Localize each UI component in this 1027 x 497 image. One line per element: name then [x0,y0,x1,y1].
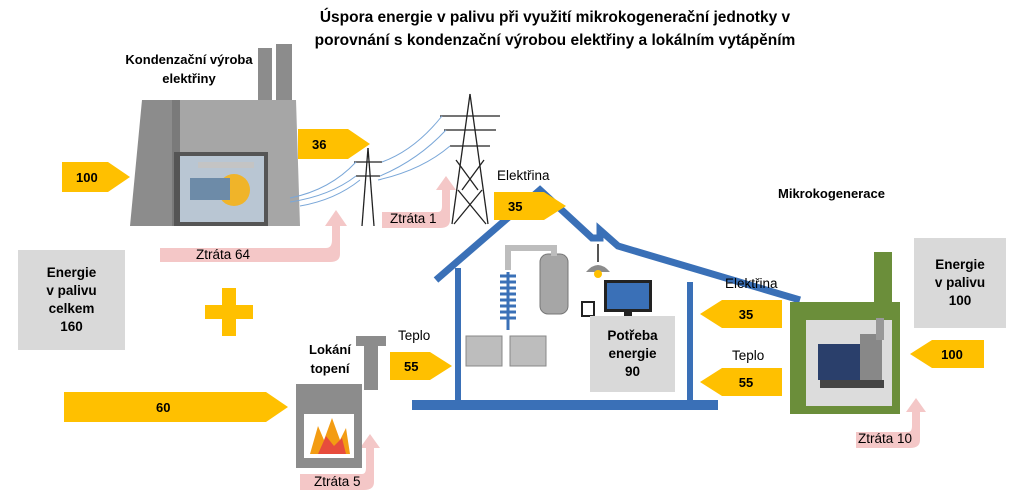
local-heating-fuel-in-arrow: 60 [64,392,288,422]
micro-heat-label: Teplo [732,348,765,363]
electricity-delivered-value: 35 [508,198,523,214]
title-line-1: Úspora energie v palivu při využití mikr… [319,9,791,26]
condensing-loss-label: Ztráta 64 [196,247,251,262]
micro-chp-title: Mikrokogenerace [778,186,885,201]
condensing-electricity-out-value: 36 [312,136,327,152]
local-heat-label: Teplo [398,328,431,343]
transmission-loss-label: Ztráta 1 [390,211,437,226]
transmission-tower-icon [354,93,500,227]
house-demand-box: Potřeba energie 90 [590,316,675,392]
electricity-delivered-label: Elektřina [497,168,550,183]
condensing-fuel-in-value: 100 [76,169,98,185]
condensing-label-line-2: elektřiny [162,71,216,86]
local-heating-label-line-2: topení [310,361,350,376]
micro-fuel-in-value: 100 [941,346,963,362]
local-heat-out-value: 55 [404,358,419,374]
house-icon [412,185,801,410]
fuel-total-value: 160 [60,319,83,334]
condensing-label-line-1: Kondenzační výroba [125,52,253,67]
local-heating-label: Lokání topení [300,340,360,378]
page-title: Úspora energie v palivu při využití mikr… [255,6,855,52]
fuel-total-box: Energie v palivu celkem 160 [18,250,125,350]
house-demand-line-1: Potřeba [607,328,658,343]
micro-fuel-box-line-2: v palivu [934,275,986,290]
micro-electricity-label: Elektřina [725,276,778,291]
micro-chp-icon [790,252,900,414]
micro-fuel-box-value: 100 [948,293,972,308]
power-plant-icon [130,44,300,226]
micro-fuel-box-line-1: Energie [935,257,985,272]
fuel-total-line-2: v palivu [46,283,97,298]
local-heating-loss-label: Ztráta 5 [314,474,361,489]
micro-fuel-box: Energie v palivu 100 [914,238,1006,328]
local-heating-label-line-1: Lokání [309,342,351,357]
micro-heat-out-value: 55 [738,374,754,390]
house-demand-line-2: energie [608,346,657,361]
micro-electricity-out-value: 35 [738,306,754,322]
plus-icon [205,288,253,336]
micro-loss-label: Ztráta 10 [858,431,913,446]
fuel-total-line-3: celkem [48,301,95,316]
stove-icon [296,336,386,468]
house-demand-value: 90 [624,364,640,379]
title-line-2: porovnání s kondenzační výrobou elektřin… [314,32,796,49]
condensing-plant-label: Kondenzační výroba elektřiny [104,50,274,88]
fuel-total-line-1: Energie [46,265,97,280]
power-lines [289,115,451,207]
local-heating-fuel-in-value: 60 [156,399,171,415]
